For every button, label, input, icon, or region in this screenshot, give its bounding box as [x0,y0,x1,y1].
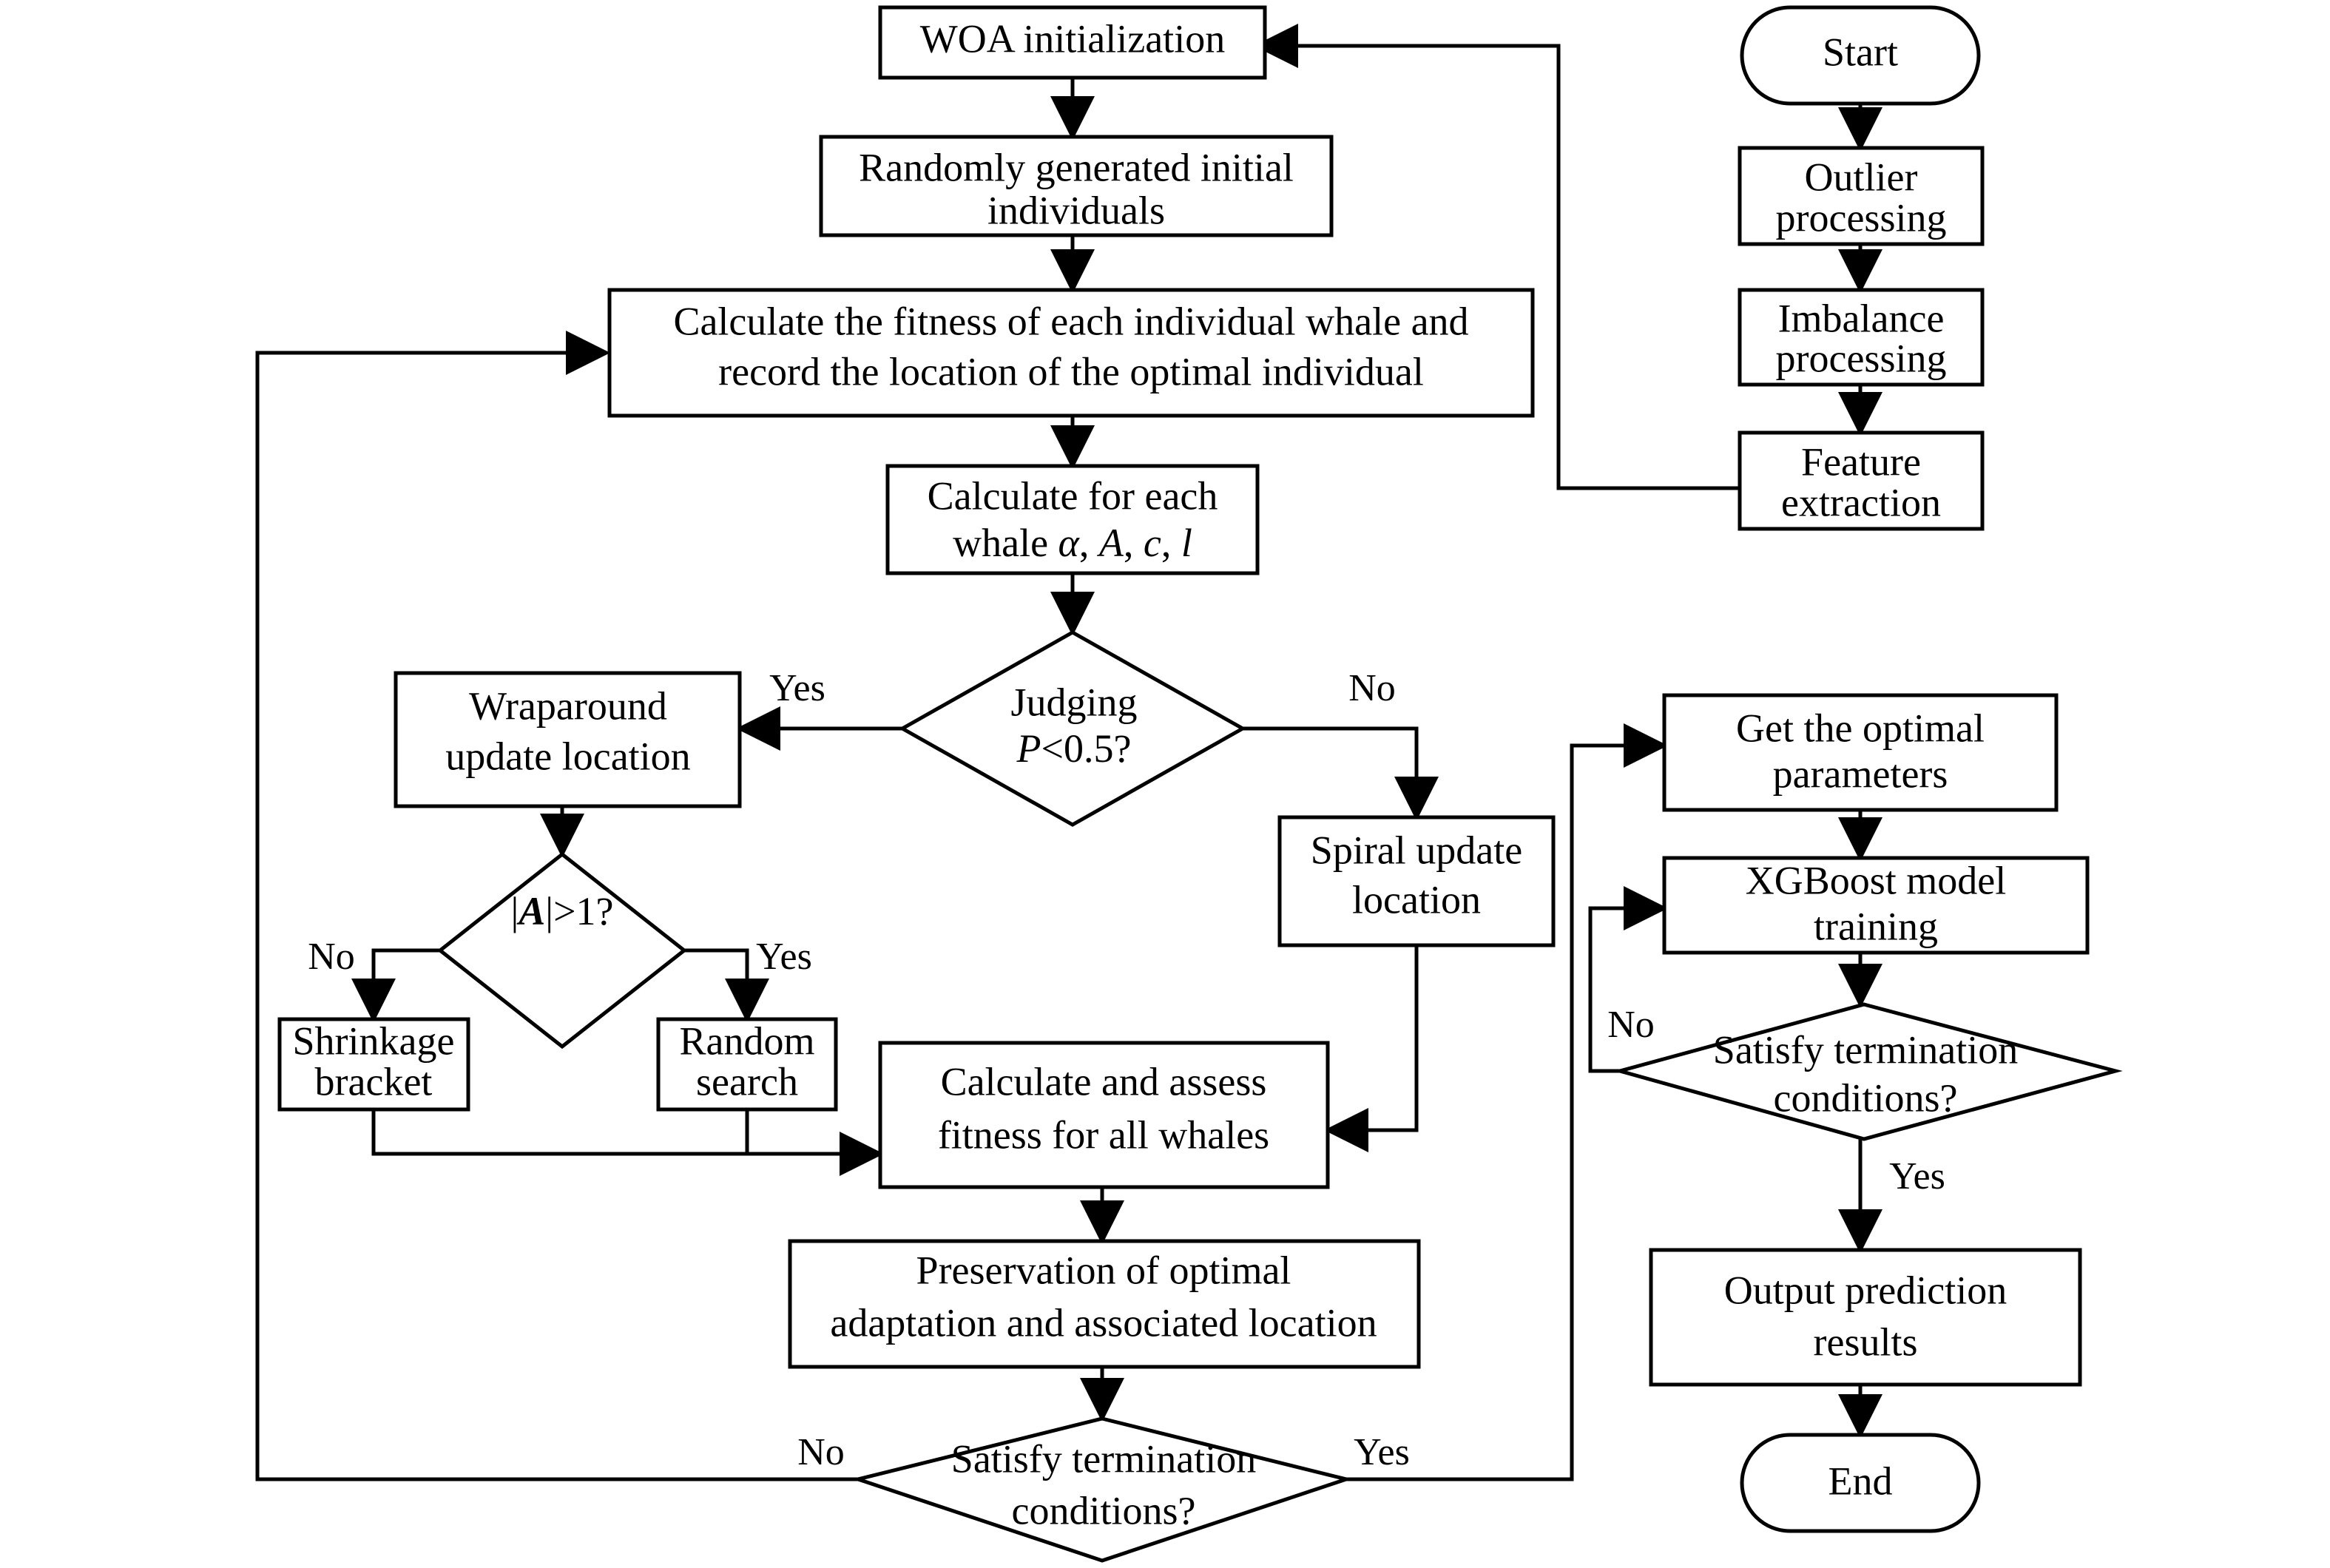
edges [255,24,1882,1481]
output-pred-line1: Output prediction [1724,1268,2007,1312]
node-calculate-fitness[interactable]: Calculate the fitness of each individual… [607,288,1535,418]
node-feature-extraction[interactable]: Feature extraction [1738,430,1985,531]
edge-spiral-to-assess [1324,945,1419,1152]
judging-p-line2: P<0.5? [1016,726,1132,771]
edge-satisfy-left-yes [1346,723,1668,1481]
random-search-line2: search [696,1059,798,1104]
node-outlier-processing[interactable]: Outlier processing [1738,146,1985,246]
calculate-assess-line1: Calculate and assess [941,1059,1267,1104]
satisfy-right-line1: Satisfy termination [1713,1027,2018,1072]
xgboost-line2: training [1814,904,1938,948]
preservation-line1: Preservation of optimal [916,1248,1291,1292]
edge-absa-yes [684,948,769,1023]
abs-a-label: |A|>1? [510,889,613,933]
satisfy-left-line2: conditions? [1012,1488,1196,1532]
edge-judging-no [1243,726,1439,821]
node-satisfy-termination-right[interactable]: Satisfy termination conditions? [1613,1002,2123,1141]
node-output-prediction[interactable]: Output prediction results [1649,1248,2082,1387]
node-xgboost-training[interactable]: XGBoost model training [1662,856,2090,955]
label-absa-yes: Yes [756,936,812,978]
start-label: Start [1823,30,1898,74]
label-judging-yes: Yes [769,667,825,709]
node-calculate-assess[interactable]: Calculate and assess fitness for all wha… [878,1041,1330,1189]
node-woa-initialization[interactable]: WOA initialization [878,5,1267,80]
edge-satisfy-right-no [1588,886,1668,1073]
random-search-line1: Random [680,1018,815,1063]
end-label: End [1828,1459,1893,1503]
satisfy-right-line2: conditions? [1774,1075,1958,1120]
node-abs-a-gt-1[interactable]: |A|>1? [436,851,688,1050]
edge-feature-to-woa [1254,24,1740,490]
spiral-update-line2: location [1352,877,1481,922]
node-preservation[interactable]: Preservation of optimal adaptation and a… [788,1239,1421,1369]
node-random-search[interactable]: Random search [656,1017,838,1112]
get-optimal-line2: parameters [1773,751,1948,796]
shrinkage-line2: bracket [315,1059,433,1104]
wraparound-line1: Wraparound [469,683,667,728]
satisfy-left-line1: Satisfy termination [951,1436,1256,1481]
calculate-fitness-line1: Calculate the fitness of each individual… [673,299,1468,343]
node-shrinkage-bracket[interactable]: Shrinkage bracket [277,1017,470,1112]
calculate-fitness-line2: record the location of the optimal indiv… [718,349,1424,393]
edge-absa-no [351,948,440,1023]
random-initial-line2: individuals [987,188,1165,232]
node-spiral-update[interactable]: Spiral update location [1277,815,1556,947]
label-satisfy-left-no: No [797,1431,845,1473]
xgboost-line1: XGBoost model [1746,858,2007,902]
imbalance-line2: processing [1776,336,1947,380]
imbalance-line1: Imbalance [1778,296,1945,340]
feature-line1: Feature [1801,439,1921,484]
node-calculate-params[interactable]: Calculate for each whale α, A, c, l [885,464,1260,575]
label-satisfy-right-no: No [1607,1004,1655,1046]
wraparound-line2: update location [445,734,690,778]
shrinkage-line1: Shrinkage [293,1018,455,1063]
outlier-line2: processing [1776,195,1947,240]
edge-labels: Yes No No Yes No Yes No Yes [308,667,1945,1473]
label-judging-no: No [1348,667,1396,709]
node-judging-p[interactable]: Judging P<0.5? [898,630,1247,827]
node-imbalance-processing[interactable]: Imbalance processing [1738,288,1985,387]
feature-line2: extraction [1781,480,1941,524]
judging-p-line1: Judging [1010,680,1137,724]
node-random-initial-individuals[interactable]: Randomly generated initial individuals [819,135,1334,237]
label-absa-no: No [308,936,355,978]
node-end[interactable]: End [1740,1433,1981,1533]
node-wraparound-update[interactable]: Wraparound update location [394,671,742,808]
edge-satisfy-left-no [255,331,858,1481]
calculate-params-line2: whale α, A, c, l [953,521,1192,565]
output-pred-line2: results [1814,1319,1918,1364]
node-satisfy-termination-left[interactable]: Satisfy termination conditions? [851,1416,1353,1563]
preservation-line2: adaptation and associated location [830,1300,1377,1345]
calculate-params-line1: Calculate for each [928,473,1218,518]
label-satisfy-left-yes: Yes [1354,1431,1410,1473]
random-initial-line1: Randomly generated initial [859,145,1294,189]
node-start[interactable]: Start [1740,5,1981,106]
outlier-line1: Outlier [1805,155,1918,199]
label-satisfy-right-yes: Yes [1889,1155,1945,1197]
edge-shrinkage-to-assess [371,1109,884,1176]
node-get-optimal-parameters[interactable]: Get the optimal parameters [1662,693,2059,812]
get-optimal-line1: Get the optimal [1736,706,1985,750]
woa-initialization-label: WOA initialization [920,16,1225,61]
calculate-assess-line2: fitness for all whales [938,1112,1269,1157]
spiral-update-line1: Spiral update [1311,828,1522,872]
